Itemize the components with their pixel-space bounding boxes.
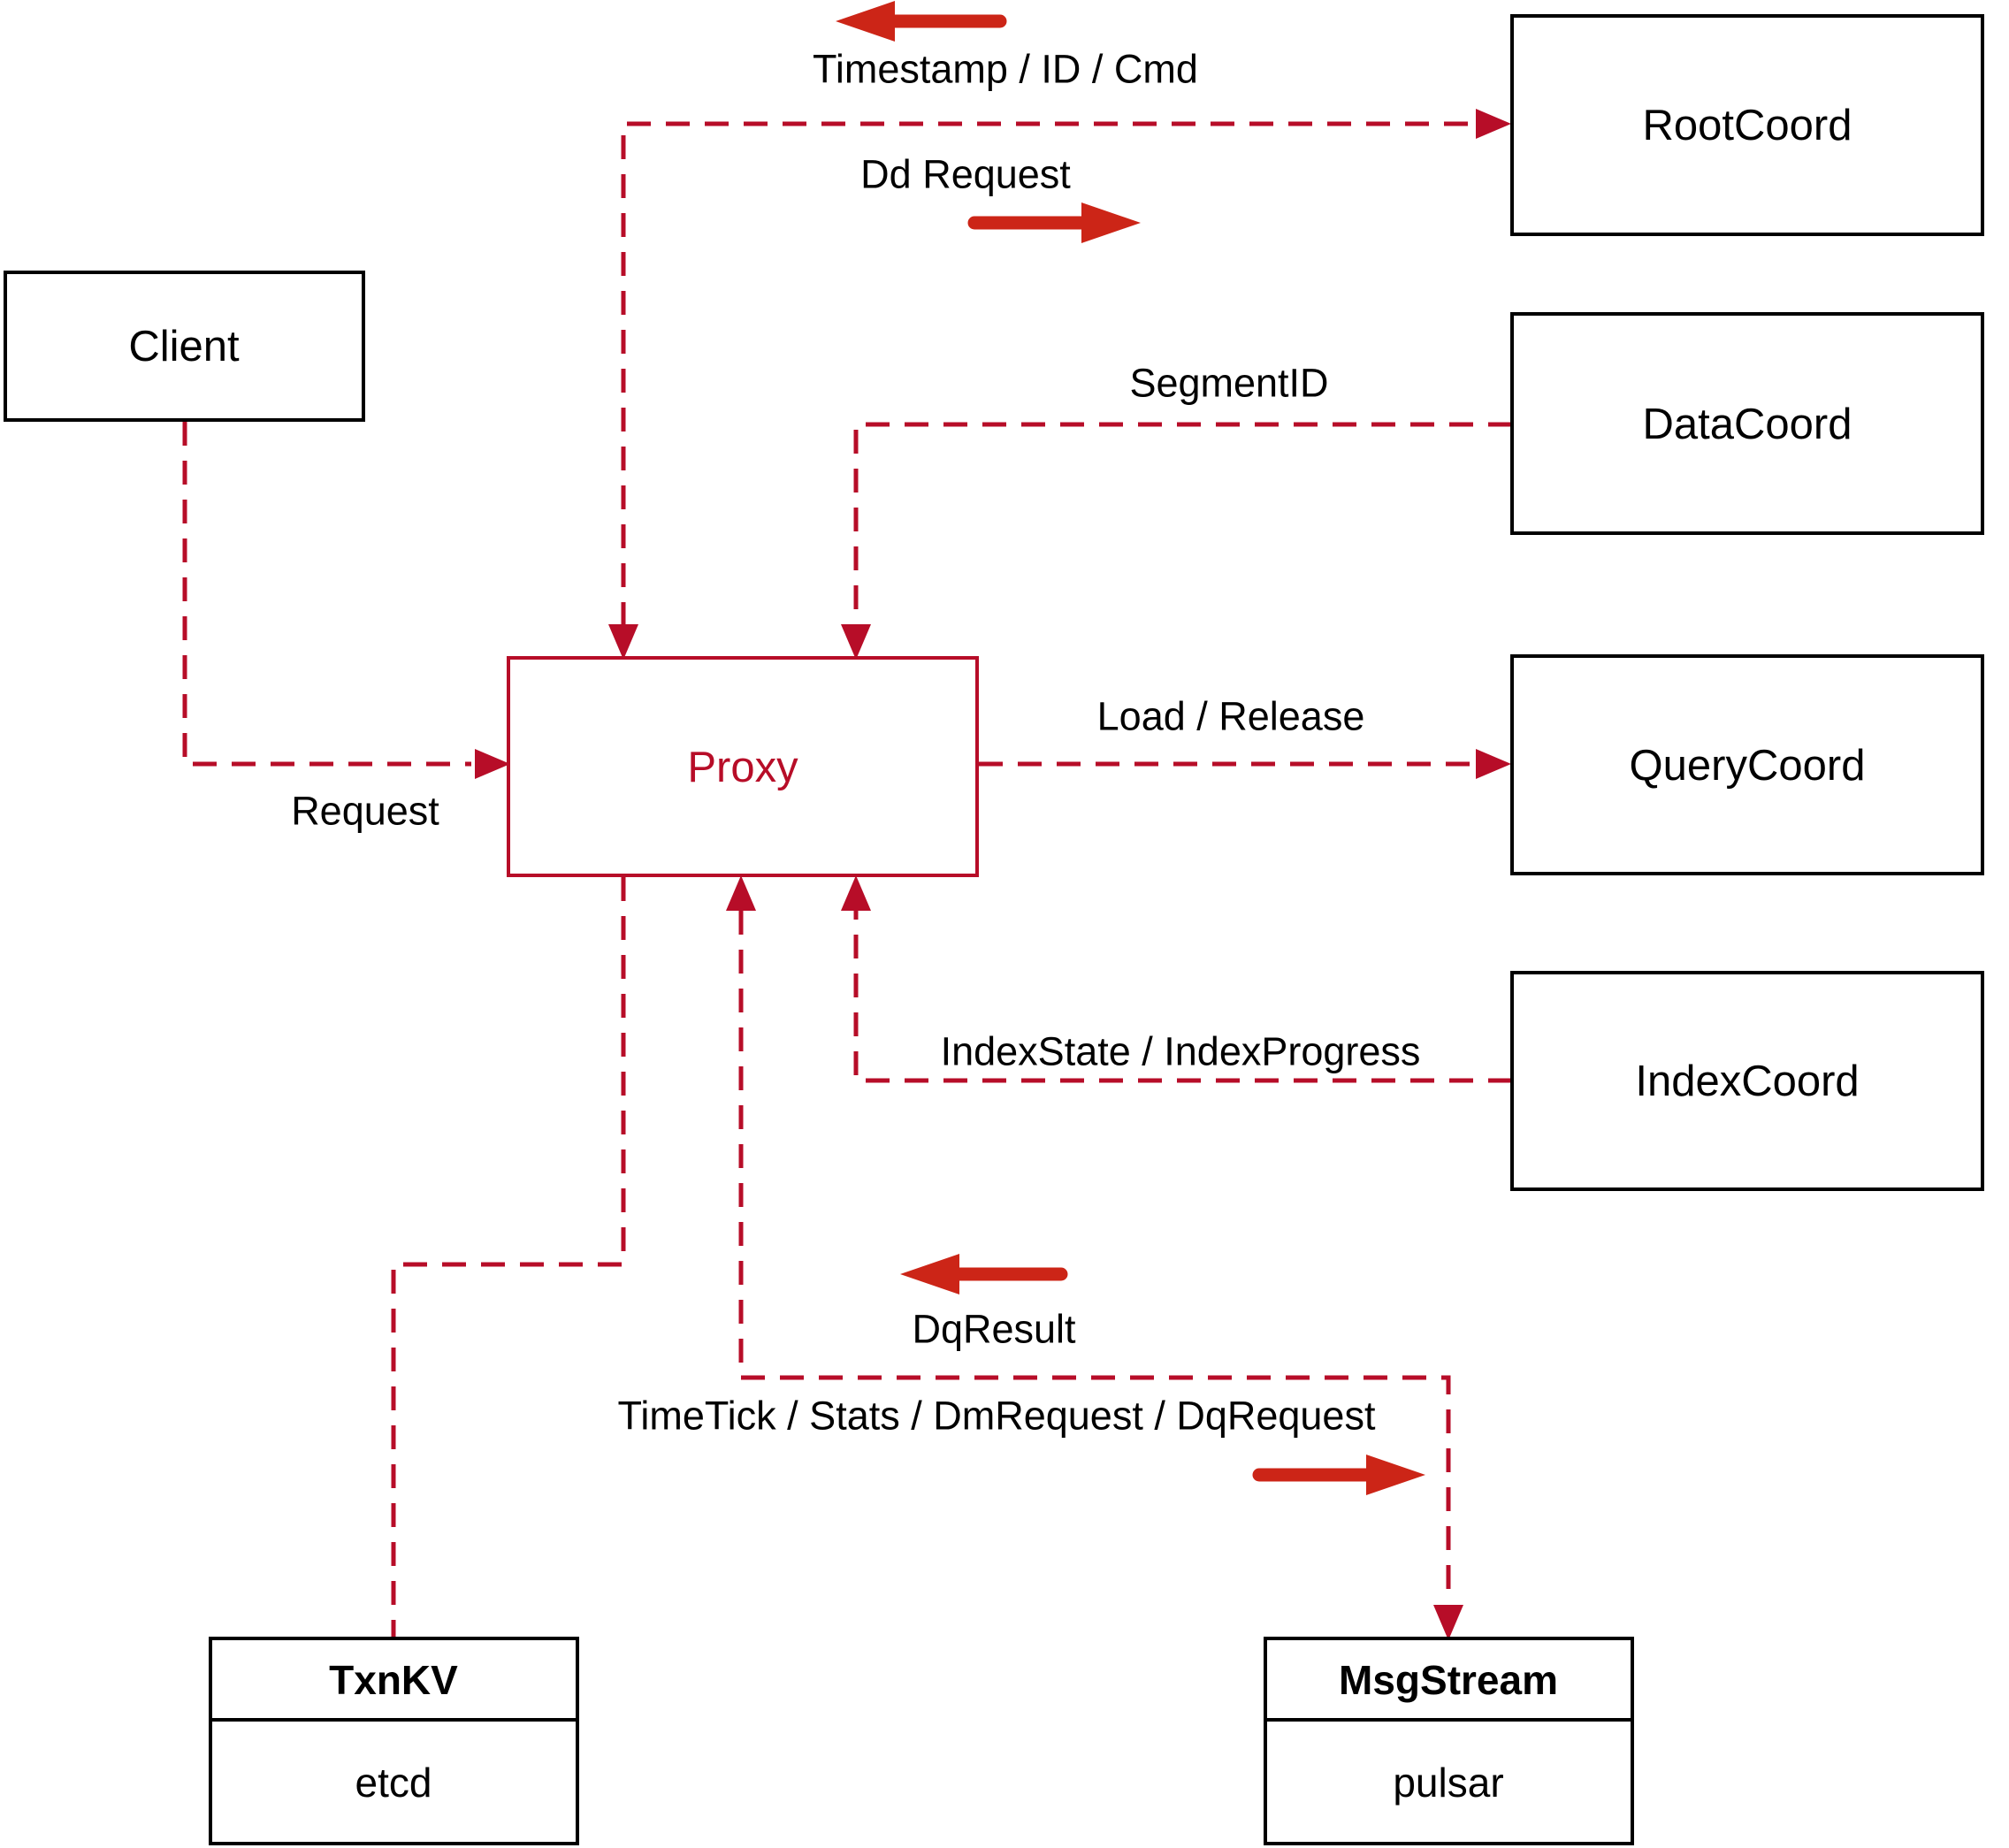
client-node-label: Client — [128, 323, 240, 370]
edge-label-dd-request: Dd Request — [860, 152, 1071, 197]
edge-label-segment-id: SegmentID — [1129, 361, 1328, 406]
edge-label-index-state-progress: IndexState / IndexProgress — [941, 1029, 1421, 1074]
edge-label-request: Request — [291, 789, 439, 834]
rootcoord-node-label: RootCoord — [1643, 102, 1852, 149]
arrowhead-down-into-proxy-rootcoord-icon — [608, 624, 638, 660]
arrowhead-down-into-msgstream-icon — [1433, 1605, 1463, 1640]
txnkv-node-label: TxnKV — [329, 1657, 458, 1703]
querycoord-node-label: QueryCoord — [1630, 742, 1866, 790]
datacoord-node-label: DataCoord — [1643, 401, 1852, 448]
proxy-node-label: Proxy — [687, 744, 798, 791]
edge-proxy-msgstream — [738, 911, 1451, 1603]
edge-proxy-txnkv — [391, 877, 626, 1637]
edge-label-timetick-stats: TimeTick / Stats / DmRequest / DqRequest — [618, 1394, 1376, 1439]
edge-proxy-rootcoord — [621, 121, 1472, 626]
edge-client-proxy — [182, 422, 471, 767]
client-node-box — [4, 271, 365, 422]
datacoord-node-box — [1510, 312, 1984, 535]
txnkv-node-sublabel: etcd — [355, 1760, 432, 1806]
edge-label-timestamp-id-cmd: Timestamp / ID / Cmd — [813, 47, 1198, 92]
arrowhead-down-into-proxy-datacoord-icon — [841, 624, 871, 660]
msgstream-node-box — [1264, 1637, 1634, 1845]
arrowhead-right-into-rootcoord-icon — [1476, 109, 1511, 139]
arrowhead-right-into-querycoord-icon — [1476, 749, 1511, 779]
arrowhead-right-into-proxy-request-icon — [475, 749, 510, 779]
flow-arrow-right-timetick-head-icon — [1366, 1455, 1425, 1495]
flow-arrow-left-dqresult-head-icon — [900, 1254, 959, 1294]
arrowhead-up-into-proxy-msgstream-icon — [726, 875, 756, 911]
flow-arrow-right-dd-request-head-icon — [1081, 202, 1141, 243]
flow-arrow-left-timestamp-head-icon — [836, 1, 895, 42]
indexcoord-node-box — [1510, 971, 1984, 1191]
edge-label-dq-result: DqResult — [912, 1307, 1076, 1352]
rootcoord-node-box — [1510, 14, 1984, 236]
msgstream-node-label: MsgStream — [1339, 1657, 1558, 1703]
edge-datacoord-proxy — [853, 422, 1512, 626]
msgstream-node-sublabel: pulsar — [1393, 1760, 1503, 1806]
querycoord-node-box — [1510, 654, 1984, 875]
txnkv-node-box — [209, 1637, 579, 1845]
edge-label-load-release: Load / Release — [1097, 694, 1365, 739]
arrowhead-up-into-proxy-indexcoord-icon — [841, 875, 871, 911]
indexcoord-node-label: IndexCoord — [1635, 1058, 1859, 1105]
proxy-node-box — [507, 656, 979, 877]
